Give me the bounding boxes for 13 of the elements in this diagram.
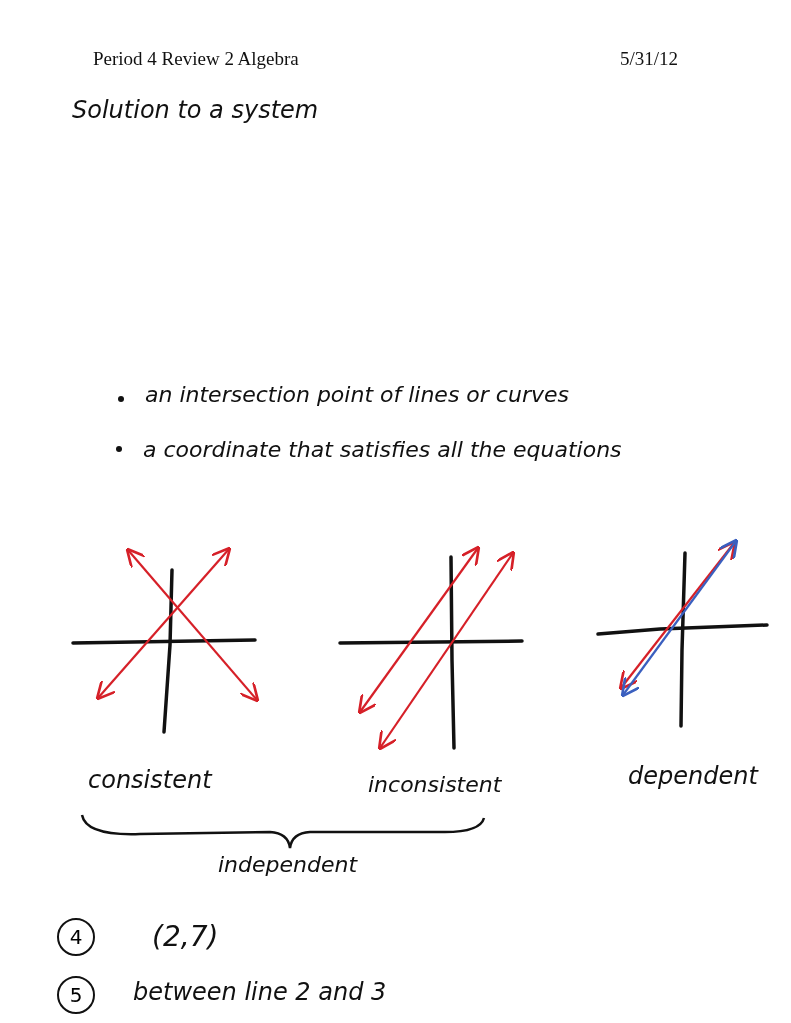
circled-number: 5 [57, 976, 95, 1014]
header-title: Period 4 Review 2 Algebra [93, 48, 299, 70]
bullet-text: a coordinate that satisfies all the equations [143, 436, 623, 464]
graph-caption: dependent [628, 762, 758, 790]
answer-text: between line 2 and 3 [133, 978, 387, 1006]
circled-number: 4 [57, 918, 95, 956]
graph-caption: consistent [88, 766, 212, 794]
answer-text: (2,7) [152, 920, 219, 953]
brace-caption: independent [218, 852, 358, 877]
heading-text: Solution to a system [72, 96, 319, 124]
graph-caption: inconsistent [368, 772, 502, 797]
date-text: 5/31/12 [620, 48, 679, 70]
bullet-text: an intersection point of lines or curves [145, 382, 569, 407]
